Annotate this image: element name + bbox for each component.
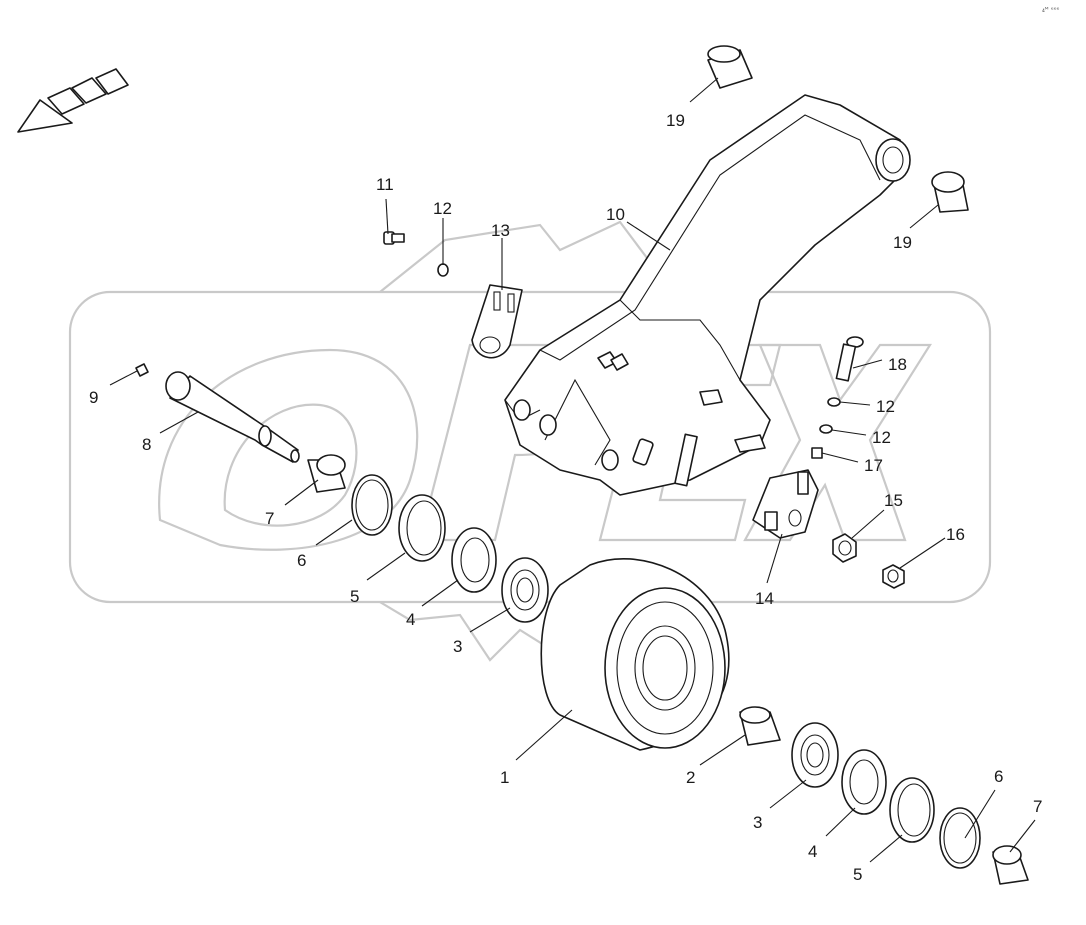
callout-14: 14 — [755, 589, 774, 608]
nut-15 — [832, 533, 857, 563]
callout-3-right: 3 — [753, 813, 762, 832]
swing-arm — [504, 94, 911, 496]
callout-9: 9 — [89, 388, 98, 407]
seal-5-left — [398, 494, 446, 562]
wheel-1 — [540, 557, 730, 751]
callout-5-left: 5 — [350, 587, 359, 606]
grease-nipple-9 — [135, 363, 149, 377]
bushing-7-right — [992, 845, 1029, 885]
pin-8 — [165, 371, 300, 463]
callout-19-upper: 19 — [666, 111, 685, 130]
clip-17 — [811, 447, 823, 459]
callout-12-low: 12 — [872, 428, 891, 447]
bushing-19-right — [931, 171, 969, 213]
callout-17: 17 — [864, 456, 883, 475]
spacer-2 — [739, 706, 781, 746]
bearing-3-right — [791, 722, 839, 788]
circlip-6-left — [351, 474, 393, 536]
callout-6-right: 6 — [994, 767, 1003, 786]
callout-2: 2 — [686, 768, 695, 787]
washer-12-low — [819, 424, 833, 434]
callout-labels: 19 19 11 12 13 10 9 8 7 6 5 4 3 1 2 3 4 … — [89, 111, 1042, 884]
bearing-3-left — [501, 557, 549, 623]
callout-7-left: 7 — [265, 509, 274, 528]
bushing-7-left — [307, 454, 346, 493]
callout-4-right: 4 — [808, 842, 817, 861]
leader-lines — [109, 77, 1036, 863]
callout-13: 13 — [491, 221, 510, 240]
scraper-14 — [752, 469, 819, 539]
callout-6-left: 6 — [297, 551, 306, 570]
circlip-6-right — [939, 807, 981, 869]
callout-3-left: 3 — [453, 637, 462, 656]
callout-5-right: 5 — [853, 865, 862, 884]
callout-16: 16 — [946, 525, 965, 544]
callout-18: 18 — [888, 355, 907, 374]
callout-11: 11 — [376, 175, 394, 194]
bushing-19-upper — [707, 45, 753, 89]
direction-arrow-icon — [17, 68, 129, 133]
seal-4-left — [451, 527, 497, 593]
corner-mark: ₄ᴹ ᵉᵉᵉ — [1042, 6, 1060, 14]
bolt-18 — [835, 336, 864, 382]
bolt-11 — [383, 231, 405, 245]
callout-1: 1 — [500, 768, 509, 787]
washer-12-mid — [827, 397, 841, 407]
callout-12-mid: 12 — [876, 397, 895, 416]
washer-12-upper — [437, 263, 449, 277]
plate-13 — [471, 284, 523, 359]
callout-12-upper: 12 — [433, 199, 452, 218]
callout-4-left: 4 — [406, 610, 415, 629]
callout-15: 15 — [884, 491, 903, 510]
callout-10: 10 — [606, 205, 625, 224]
seal-4-right — [841, 749, 887, 815]
nut-16 — [882, 564, 905, 589]
seal-5-right — [889, 777, 935, 843]
callout-19-right: 19 — [893, 233, 912, 252]
callout-7-right: 7 — [1033, 797, 1042, 816]
callout-8: 8 — [142, 435, 151, 454]
